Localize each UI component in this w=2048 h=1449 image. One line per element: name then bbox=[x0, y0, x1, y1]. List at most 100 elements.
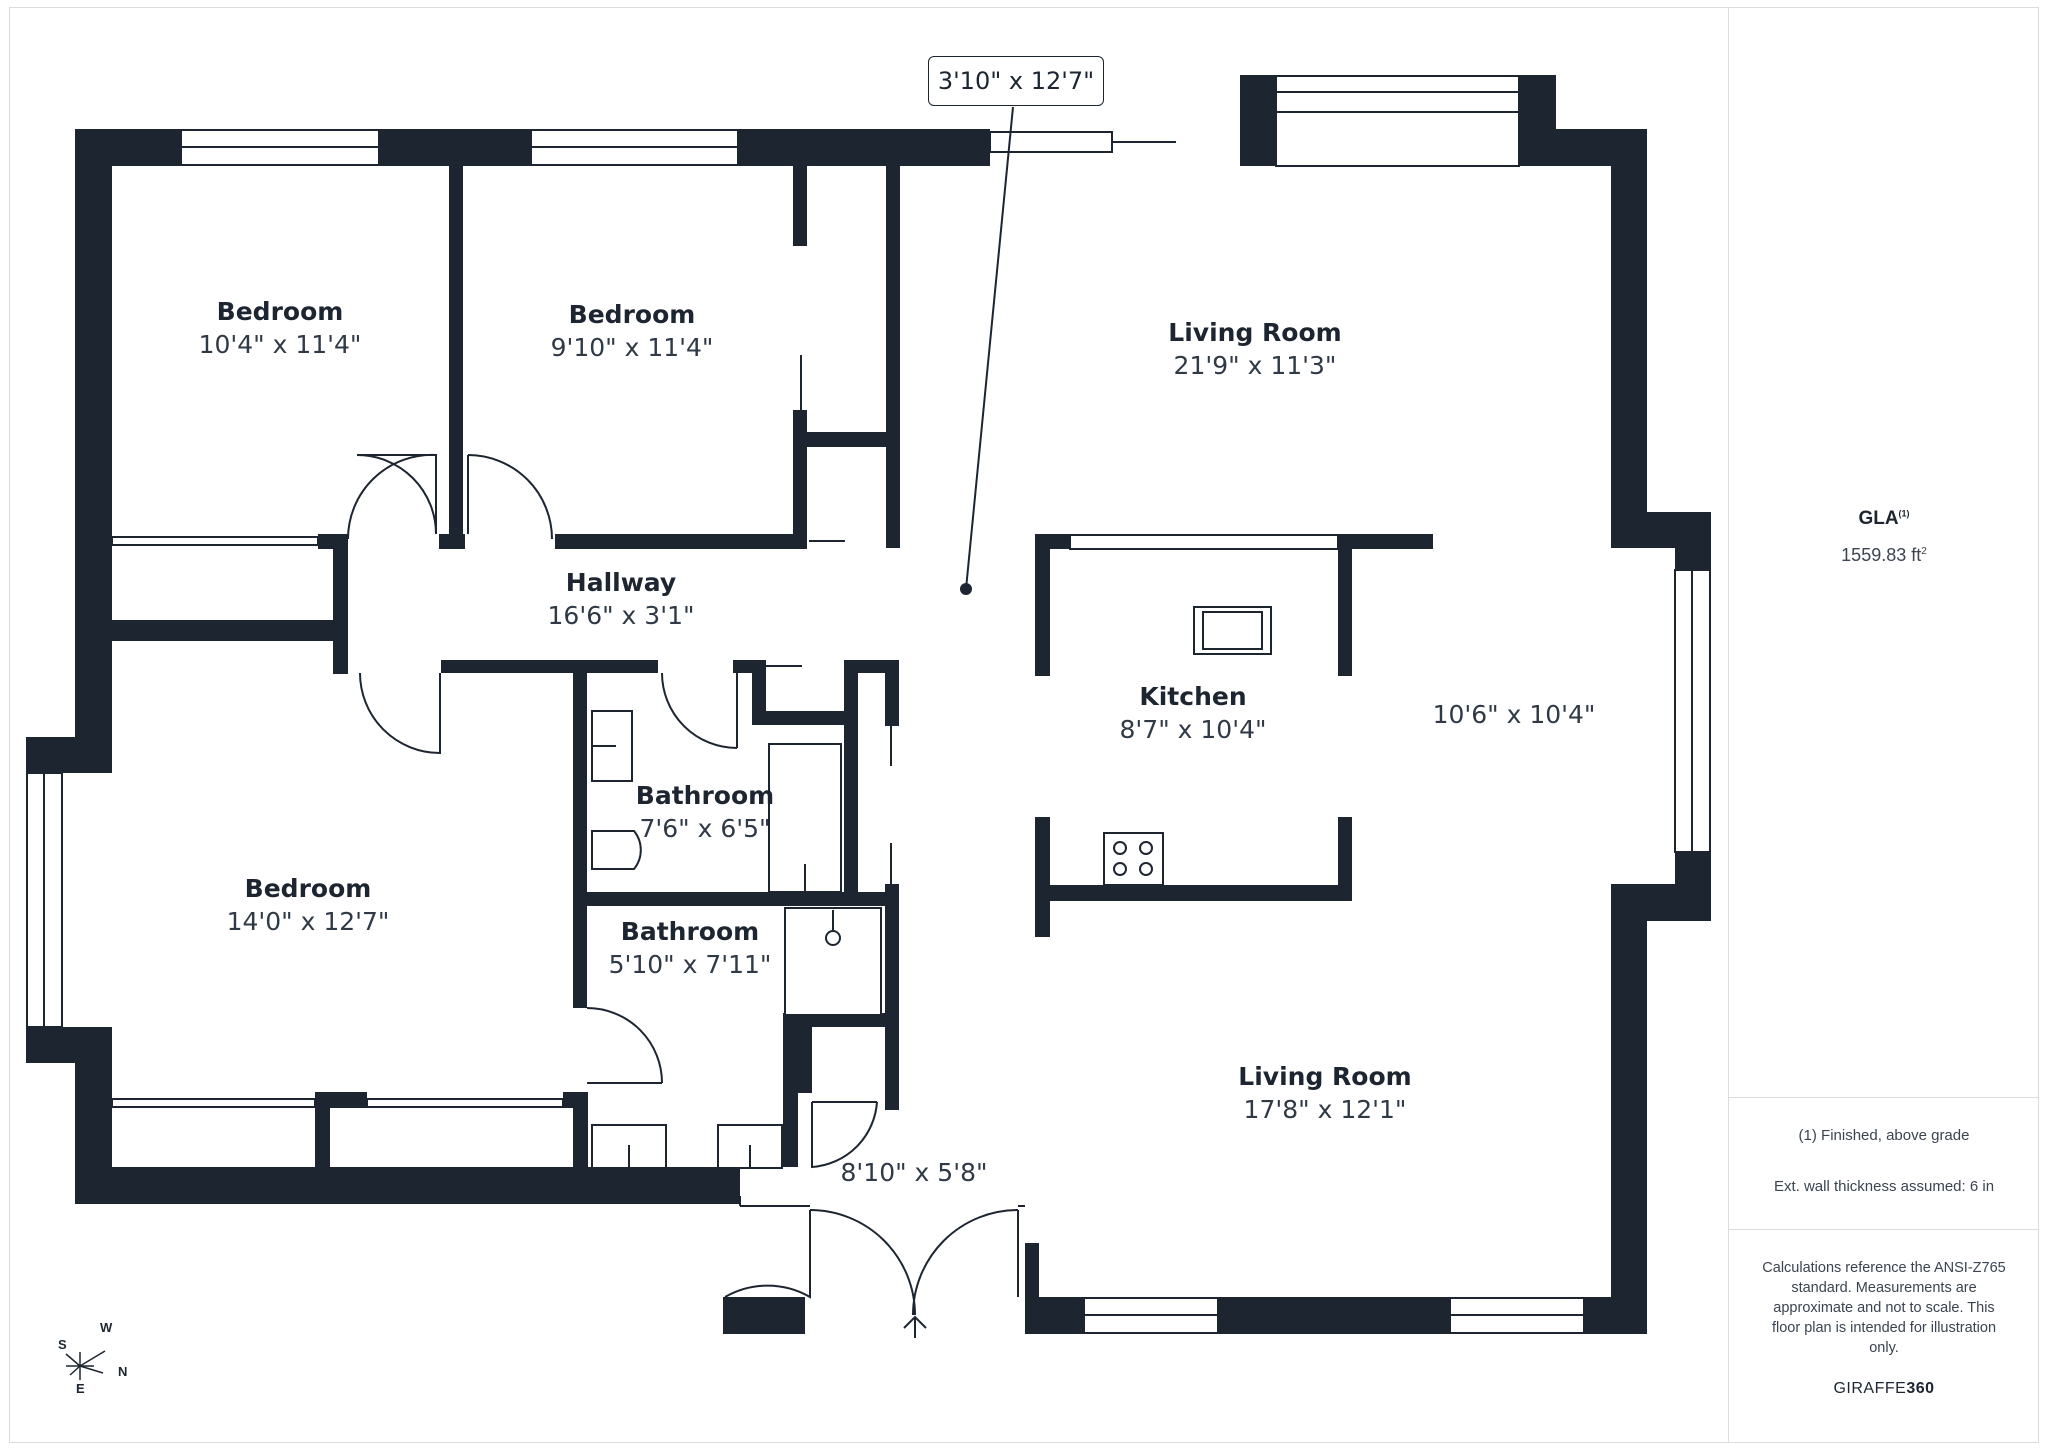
wall bbox=[1035, 534, 1050, 676]
room-name: Bedroom bbox=[216, 297, 344, 326]
gla-label: GLA(1) bbox=[1729, 508, 2039, 530]
closet-rail bbox=[111, 536, 319, 546]
room-dimensions: 10'4" x 11'4" bbox=[198, 330, 362, 359]
wall bbox=[1338, 817, 1352, 901]
gla-footnote-marker: (1) bbox=[1898, 508, 1910, 519]
wall bbox=[1338, 534, 1433, 549]
brand-prefix: GIRAFFE bbox=[1833, 1380, 1907, 1397]
window bbox=[1275, 75, 1520, 167]
wall bbox=[563, 1092, 588, 1108]
room-dimensions: 7'6" x 6'5" bbox=[639, 814, 771, 843]
room-name: Bathroom bbox=[620, 917, 760, 946]
room-label-dining-area: 10'6" x 10'4" bbox=[1433, 698, 1596, 732]
wall bbox=[1611, 129, 1647, 514]
note-finished-above-grade: (1) Finished, above grade bbox=[1798, 1127, 1970, 1144]
room-name: Hallway bbox=[565, 568, 677, 597]
wall bbox=[1240, 75, 1276, 166]
room-label-bedroom-3: Bedroom 14'0" x 12'7" bbox=[227, 873, 390, 939]
windows bbox=[26, 75, 1711, 1334]
brand-suffix: 360 bbox=[1906, 1380, 1935, 1397]
room-dimensions: 5'10" x 7'11" bbox=[608, 950, 772, 979]
room-dimensions: 16'6" x 3'1" bbox=[547, 601, 695, 630]
wall bbox=[26, 737, 112, 773]
room-name: Kitchen bbox=[1139, 682, 1247, 711]
closet-rail bbox=[366, 1098, 564, 1108]
wall bbox=[798, 1013, 899, 1027]
room-name: Bedroom bbox=[568, 300, 696, 329]
stove-icon bbox=[1103, 832, 1164, 886]
room-name: Living Room bbox=[1238, 1062, 1412, 1091]
floor-plan bbox=[26, 75, 1711, 1380]
room-label-hallway: Hallway 16'6" x 3'1" bbox=[548, 567, 695, 633]
wall bbox=[1035, 534, 1070, 549]
gla-unit-exponent: 2 bbox=[1921, 546, 1927, 557]
wall bbox=[1035, 817, 1050, 937]
compass-south-label: S bbox=[58, 1337, 67, 1352]
room-dimensions: 8'7" x 10'4" bbox=[1119, 715, 1267, 744]
wall bbox=[75, 1027, 112, 1204]
wall bbox=[112, 620, 348, 641]
brand-logo: GIRAFFE360 bbox=[1729, 1380, 2039, 1398]
room-name: Bathroom bbox=[635, 781, 775, 810]
room-label-kitchen: Kitchen 8'7" x 10'4" bbox=[1120, 681, 1267, 747]
compass-east-label: E bbox=[76, 1381, 85, 1396]
wall bbox=[1050, 885, 1352, 901]
wall bbox=[379, 129, 531, 166]
room-label-bedroom-1: Bedroom 10'4" x 11'4" bbox=[199, 296, 362, 362]
wall bbox=[844, 660, 858, 905]
note-wall-thickness: Ext. wall thickness assumed: 6 in bbox=[1773, 1178, 1995, 1195]
toilet-icon bbox=[591, 830, 642, 870]
gla-value-text: 1559.83 ft bbox=[1841, 545, 1922, 565]
room-label-bathroom-2: Bathroom 5'10" x 7'11" bbox=[609, 916, 772, 982]
window bbox=[1069, 534, 1339, 550]
room-label-entry: 8'10" x 5'8" bbox=[841, 1156, 988, 1190]
room-dimensions: 17'8" x 12'1" bbox=[1243, 1095, 1407, 1124]
wall bbox=[738, 129, 990, 166]
closet-rail bbox=[111, 1098, 316, 1108]
wall bbox=[573, 660, 587, 1008]
info-panel-separator bbox=[1729, 1097, 2039, 1098]
wall bbox=[752, 711, 849, 725]
wall bbox=[75, 1167, 740, 1204]
gla-label-text: GLA bbox=[1858, 508, 1899, 529]
wall bbox=[315, 1092, 330, 1167]
wall bbox=[333, 659, 348, 674]
wall bbox=[1025, 1243, 1039, 1334]
room-name: Bedroom bbox=[244, 874, 372, 903]
compass-north-label: N bbox=[118, 1364, 128, 1379]
entry-arrow-icon bbox=[903, 1315, 927, 1338]
info-panel-separator bbox=[1729, 1229, 2039, 1230]
wall bbox=[807, 432, 893, 447]
wall bbox=[885, 660, 899, 726]
wall bbox=[723, 1297, 805, 1334]
room-label-bedroom-2: Bedroom 9'10" x 11'4" bbox=[551, 299, 714, 365]
wall bbox=[783, 1013, 798, 1167]
room-dimensions: 9'10" x 11'4" bbox=[550, 333, 714, 362]
wall bbox=[439, 534, 465, 549]
room-dimensions: 8'10" x 5'8" bbox=[840, 1158, 988, 1187]
room-dimensions: 14'0" x 12'7" bbox=[226, 907, 390, 936]
compass-west-label: W bbox=[100, 1320, 113, 1335]
room-label-living-room-2: Living Room 17'8" x 12'1" bbox=[1238, 1061, 1411, 1127]
fixtures bbox=[591, 606, 1272, 1169]
wall bbox=[793, 410, 807, 534]
dimension-callout: 3'10" x 12'7" bbox=[928, 56, 1104, 106]
wall bbox=[885, 884, 899, 1110]
compass-icon bbox=[65, 1350, 106, 1380]
wall bbox=[1584, 1297, 1647, 1334]
room-label-bathroom-1: Bathroom 7'6" x 6'5" bbox=[636, 780, 774, 846]
page-frame bbox=[9, 7, 2039, 1443]
wall bbox=[752, 660, 766, 723]
wall bbox=[886, 166, 900, 548]
wall bbox=[449, 166, 463, 549]
wall bbox=[573, 1092, 588, 1167]
disclaimer-text: Calculations reference the ANSI-Z765 sta… bbox=[1762, 1260, 2006, 1356]
wall bbox=[333, 534, 348, 659]
room-dimensions: 21'9" x 11'3" bbox=[1173, 351, 1337, 380]
wall bbox=[1675, 512, 1711, 570]
gla-value: 1559.83 ft2 bbox=[1729, 545, 2039, 566]
room-label-living-room-1: Living Room 21'9" x 11'3" bbox=[1168, 317, 1341, 383]
wall bbox=[1338, 534, 1352, 676]
room-name: Living Room bbox=[1168, 318, 1342, 347]
doors bbox=[346, 175, 1025, 1316]
